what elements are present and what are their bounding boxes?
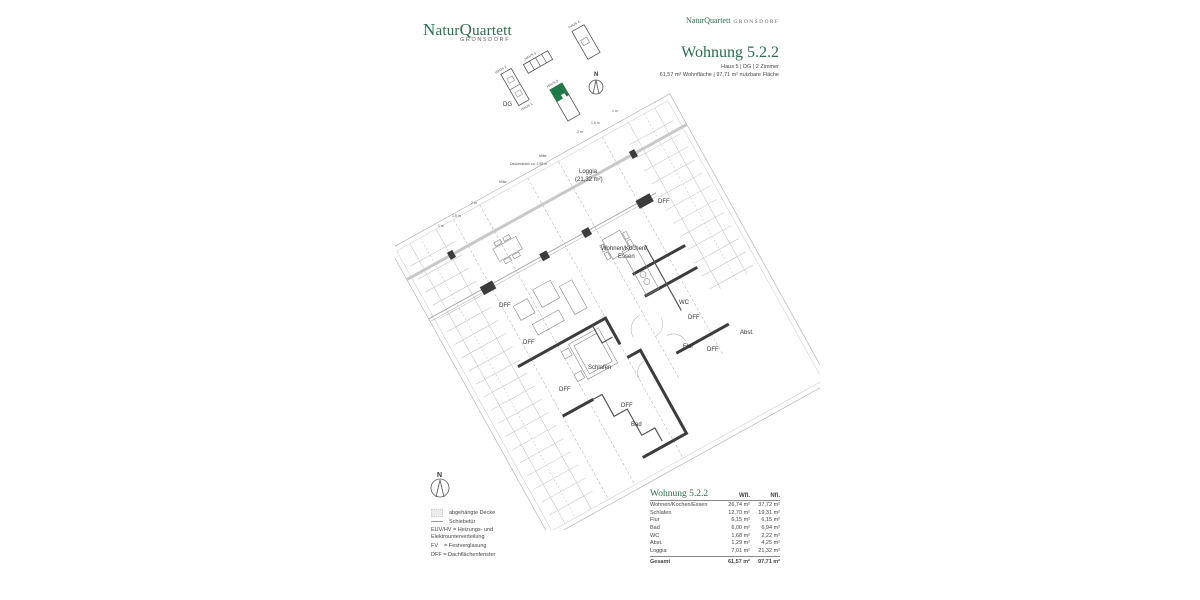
room-dff: DFF xyxy=(523,340,535,346)
svg-text:HAUS 4: HAUS 4 xyxy=(568,20,581,30)
kitchen-counter xyxy=(621,244,660,296)
logo-subtitle: GRONSDORF xyxy=(460,37,511,43)
room-living-2: Essen xyxy=(618,254,635,260)
room-dff: DFF xyxy=(688,315,700,321)
area-table-header: Wohnung 5.2.2 Wfl. Nfl. xyxy=(650,489,780,501)
svg-text:1 m: 1 m xyxy=(612,109,618,113)
house-1-2: HAUS 2 HAUS 1 xyxy=(494,65,533,112)
apartment-title: Wohnung 5.2.2 xyxy=(681,44,779,61)
room-abst: Abst. xyxy=(740,330,754,336)
site-plan: HAUS 4 HAUS 3 HAUS 2 HAUS 1 DG HAUS 5 N xyxy=(494,20,604,122)
dotted-area-icon xyxy=(431,508,443,517)
legend-item: EUV/HV = Heizungs- und Elektrounterverte… xyxy=(431,527,494,540)
svg-text:2 m: 2 m xyxy=(471,201,477,205)
svg-text:1 m: 1 m xyxy=(438,224,444,228)
logo-text: uartett xyxy=(472,23,512,39)
area-table: Wohnung 5.2.2 Wfl. Nfl. Wohnen/Kochen/Es… xyxy=(650,487,780,566)
legend-item: DFF = Dachflächenfenster xyxy=(431,551,496,558)
legend: N abgehängte Decke Schiebetür EUV/HV = H… xyxy=(430,470,541,559)
svg-text:2 m: 2 m xyxy=(577,130,583,134)
living-furniture xyxy=(512,229,635,336)
svg-text:1,5 m: 1,5 m xyxy=(452,214,461,218)
room-loggia-area: (21,32 m²) xyxy=(575,177,603,183)
logo-text: atur xyxy=(435,23,460,39)
apartment-details: Haus 5 | DG | 2 Zimmer 61,57 m² Wohnfläc… xyxy=(660,63,779,79)
apartment-details-line2: 61,57 m² Wohnfläche | 97,71 m² nutzbare … xyxy=(659,72,779,78)
svg-text:1,5 m: 1,5 m xyxy=(591,121,600,125)
brand-location: GRONSDORF xyxy=(733,19,780,25)
apartment-details-line1: Haus 5 | DG | 2 Zimmer xyxy=(721,64,779,70)
north-arrow-icon: N xyxy=(430,472,450,498)
room-living: Wohnen/Kochen/ xyxy=(601,246,647,252)
legend-item: Schiebetür xyxy=(431,517,541,526)
bed xyxy=(560,327,619,382)
brand-logo: NaturQuartett xyxy=(423,20,512,40)
room-dff: DFF xyxy=(658,199,670,205)
svg-text:Deckenknick ca. 2,58 m: Deckenknick ca. 2,58 m xyxy=(510,162,547,166)
roof-rafters-right xyxy=(628,107,754,290)
floor-label: DG xyxy=(503,102,512,108)
loggia-furniture xyxy=(492,234,523,265)
svg-text:Mitte: Mitte xyxy=(539,154,547,158)
logo-letter: Q xyxy=(459,20,473,39)
svg-text:Mitte: Mitte xyxy=(499,180,507,184)
north-arrow-icon: N xyxy=(588,72,604,95)
interior-walls xyxy=(591,244,682,442)
house-3: HAUS 3 xyxy=(522,50,554,74)
room-loggia: Loggia xyxy=(579,169,598,175)
svg-text:HAUS 2: HAUS 2 xyxy=(494,65,507,75)
legend-item: abgehängte Decke xyxy=(431,508,541,517)
svg-text:HAUS 5: HAUS 5 xyxy=(546,79,559,89)
brand-name: NaturQuartett xyxy=(686,16,731,25)
svg-text:HAUS 1: HAUS 1 xyxy=(520,102,533,112)
room-schlafen: Schlafen xyxy=(588,365,611,371)
room-dff: DFF xyxy=(621,403,633,409)
walls xyxy=(517,244,730,459)
svg-text:N: N xyxy=(437,472,442,479)
legend-item: FV = Festverglasung xyxy=(431,542,487,549)
house-4: HAUS 4 xyxy=(568,20,601,60)
room-dff: DFF xyxy=(559,387,571,393)
room-bad: Bad xyxy=(631,422,642,428)
room-flur: Flur xyxy=(683,344,693,350)
room-wc: WC xyxy=(679,300,690,306)
sliding-door-icon xyxy=(431,521,443,522)
svg-text:N: N xyxy=(594,72,598,78)
door-arcs xyxy=(630,315,686,380)
floor-plan: 1 m 1,5 m 2 m Mitte Deckenknick ca. 2,58… xyxy=(395,93,820,530)
roof-outline xyxy=(395,93,820,530)
room-dff: DFF xyxy=(707,347,719,353)
house-5-highlighted: HAUS 5 xyxy=(546,79,581,122)
svg-text:HAUS 3: HAUS 3 xyxy=(524,51,537,61)
room-dff: DFF xyxy=(499,303,511,309)
logo-letter: N xyxy=(423,20,436,39)
